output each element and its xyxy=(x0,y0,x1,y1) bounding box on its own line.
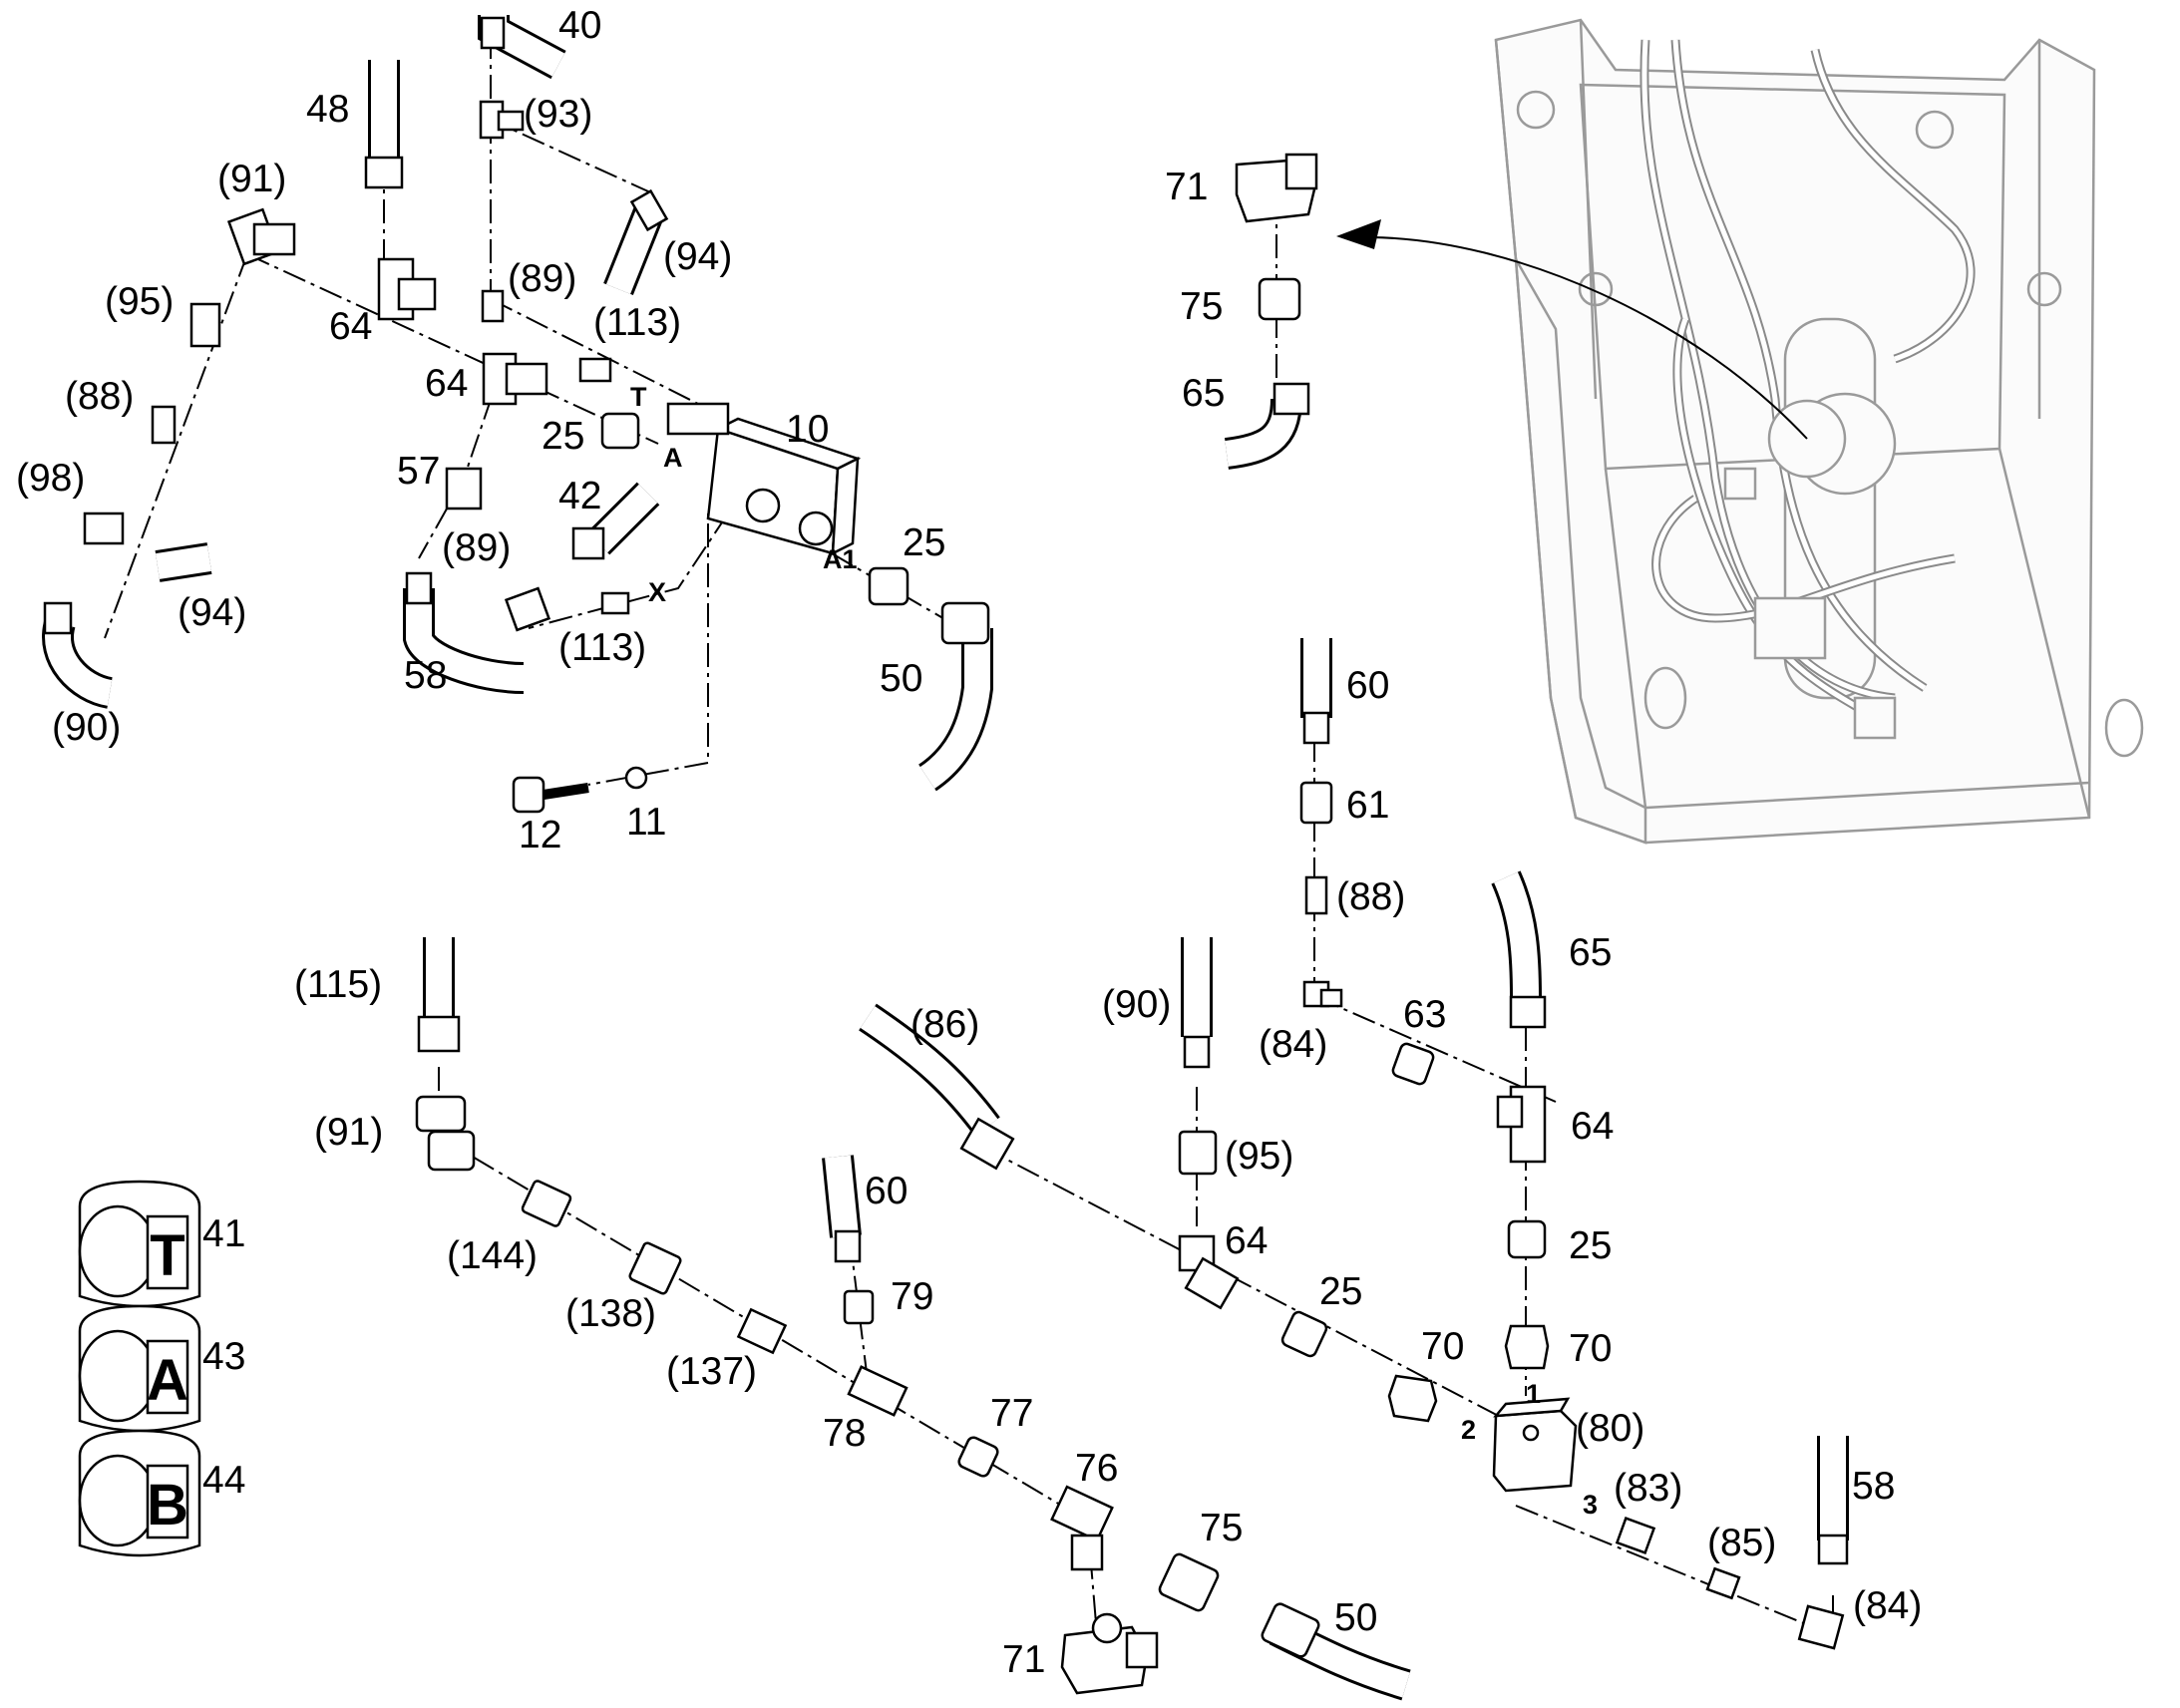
callout-25-mid: 25 xyxy=(1319,1270,1362,1313)
marker-cap-t: T xyxy=(78,1180,201,1308)
port-a1: A1 xyxy=(823,544,858,574)
callout-95-left: (95) xyxy=(105,280,174,323)
callout-84-upper: (84) xyxy=(1259,1023,1327,1066)
callout-43: 43 xyxy=(202,1335,245,1378)
callout-89-second: (89) xyxy=(442,526,511,569)
callout-115: (115) xyxy=(294,963,382,1006)
callout-75-lower: 75 xyxy=(1200,1507,1243,1549)
callout-48: 48 xyxy=(306,88,349,131)
callout-91-lower: (91) xyxy=(314,1111,383,1154)
cap-letter-b: B xyxy=(147,1473,188,1537)
callout-10: 10 xyxy=(786,408,829,451)
callout-44: 44 xyxy=(202,1459,245,1502)
callout-40: 40 xyxy=(558,4,601,47)
port-labels: T A A1 X 1 2 3 xyxy=(630,382,1598,1520)
callout-88-right: (88) xyxy=(1336,875,1405,918)
cap-letter-a: A xyxy=(147,1348,188,1413)
callout-64-lower: 64 xyxy=(1225,1219,1268,1262)
callout-90-left: (90) xyxy=(52,706,121,749)
callout-71-detail: 71 xyxy=(1165,166,1208,208)
callout-144: (144) xyxy=(447,1234,538,1277)
callout-63: 63 xyxy=(1403,993,1446,1036)
callout-90-lower: (90) xyxy=(1102,983,1171,1026)
callout-60-lower: 60 xyxy=(865,1170,908,1212)
callout-70-mid: 70 xyxy=(1421,1325,1464,1368)
callout-25-top: 25 xyxy=(542,415,584,458)
port-t: T xyxy=(630,382,647,412)
port-x: X xyxy=(648,577,666,607)
callout-98: (98) xyxy=(16,457,85,500)
port-1: 1 xyxy=(1526,1379,1541,1409)
port-a: A xyxy=(663,443,683,473)
callout-76: 76 xyxy=(1075,1447,1118,1490)
callout-95-lower: (95) xyxy=(1225,1135,1293,1178)
callout-65-right: 65 xyxy=(1569,931,1612,974)
callout-83: (83) xyxy=(1614,1467,1682,1510)
callout-41: 41 xyxy=(202,1212,245,1255)
callout-25-right: 25 xyxy=(1569,1224,1612,1267)
marker-cap-b: B xyxy=(78,1429,201,1557)
callout-71-lower: 71 xyxy=(1002,1638,1045,1681)
callout-58-right: 58 xyxy=(1852,1465,1895,1508)
parts xyxy=(42,15,1849,1701)
callout-94-left: (94) xyxy=(178,591,246,634)
callout-12: 12 xyxy=(519,814,561,856)
callout-138: (138) xyxy=(565,1292,656,1335)
callout-80: (80) xyxy=(1576,1407,1644,1450)
frame-illustration xyxy=(1494,18,2144,845)
port-3: 3 xyxy=(1583,1490,1598,1520)
callout-50-top: 50 xyxy=(880,657,922,700)
callout-86: (86) xyxy=(910,1003,979,1046)
callout-88-left: (88) xyxy=(65,375,134,418)
callout-77: 77 xyxy=(990,1392,1033,1435)
callout-75-detail: 75 xyxy=(1180,285,1223,328)
callout-89-top: (89) xyxy=(508,257,576,300)
callout-93: (93) xyxy=(524,93,592,136)
callout-42: 42 xyxy=(558,475,601,517)
marker-cap-a: A xyxy=(78,1304,201,1433)
callout-50-lower: 50 xyxy=(1334,1596,1377,1639)
callout-85: (85) xyxy=(1707,1522,1776,1564)
callout-64-top: 64 xyxy=(329,305,372,348)
callout-84-right: (84) xyxy=(1853,1584,1922,1627)
callout-25-a1: 25 xyxy=(903,521,945,564)
callout-64-right: 64 xyxy=(1571,1105,1614,1148)
callout-11: 11 xyxy=(626,801,667,844)
callout-61: 61 xyxy=(1346,784,1389,827)
detail-arrow xyxy=(1336,219,1808,440)
callout-113-top: (113) xyxy=(593,301,681,344)
callout-64-second: 64 xyxy=(425,362,468,405)
callout-113-second: (113) xyxy=(558,626,646,669)
cap-letter-t: T xyxy=(150,1223,184,1288)
port-2: 2 xyxy=(1461,1415,1476,1445)
callout-60-right: 60 xyxy=(1346,664,1389,707)
callout-58-top: 58 xyxy=(404,654,447,697)
callout-91-top: (91) xyxy=(217,158,286,200)
callout-94-top: (94) xyxy=(663,235,732,278)
callout-79: 79 xyxy=(891,1275,933,1318)
callout-78: 78 xyxy=(823,1412,866,1455)
callout-65-detail: 65 xyxy=(1182,372,1225,415)
part-callouts: 40 (93) 48 (91) (94) (89) (113) (95) 64 … xyxy=(16,4,1922,1681)
callout-70-right: 70 xyxy=(1569,1327,1612,1370)
callout-137: (137) xyxy=(666,1350,757,1393)
callout-57: 57 xyxy=(397,450,440,493)
